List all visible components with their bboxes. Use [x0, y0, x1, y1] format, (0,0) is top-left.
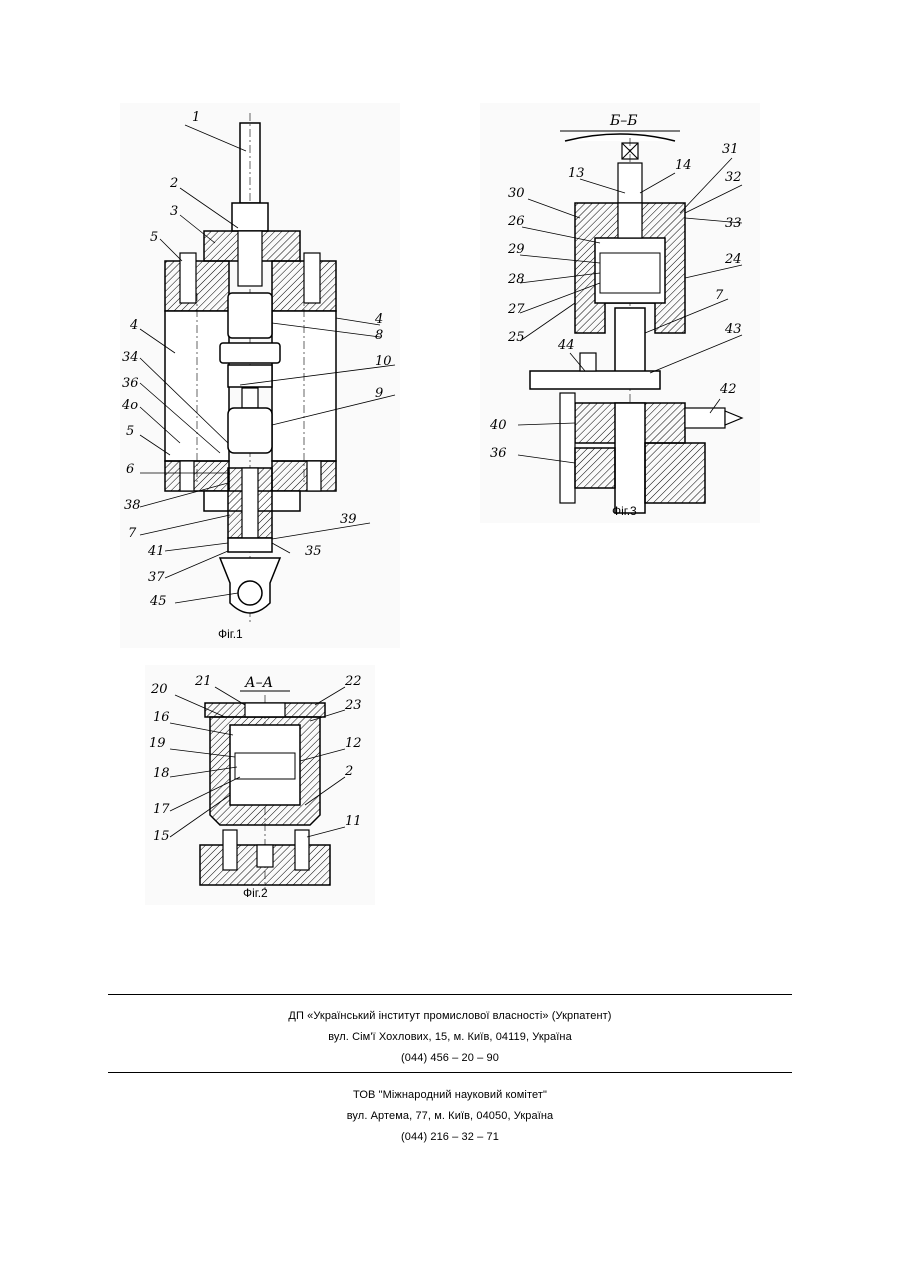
figure-1-svg: 1 2 3 5 4 4 34 36 4о 5 6 38 7 8 10 9 39 … — [120, 103, 400, 648]
figure-1-drawing: 1 2 3 5 4 4 34 36 4о 5 6 38 7 8 10 9 39 … — [120, 103, 400, 648]
org1-address: вул. Сім'ї Хохлових, 15, м. Київ, 04119,… — [108, 1031, 792, 1043]
fig3-label: 44 — [557, 338, 575, 353]
fig2-label: 23 — [344, 698, 362, 713]
fig3-label: 30 — [508, 186, 525, 201]
fig1-label: 34 — [122, 350, 139, 365]
org1-name: ДП «Український інститут промислової вла… — [108, 1010, 792, 1022]
fig1-label: 4 — [129, 318, 138, 333]
fig3-label: 31 — [722, 142, 739, 157]
figure-3-caption: Фіг.3 — [612, 504, 637, 518]
fig3-label: 27 — [507, 302, 525, 317]
fig2-label: 21 — [194, 674, 212, 689]
fig3-label: 36 — [490, 446, 507, 461]
fig1-label: 38 — [124, 498, 141, 513]
fig2-label: 18 — [153, 766, 170, 781]
fig3-label: 28 — [507, 272, 525, 287]
fig1-label: 5 — [126, 424, 134, 439]
footer-rule-middle — [108, 1072, 792, 1073]
figure-2-drawing: А–А 20 21 22 23 16 19 18 17 15 12 2 11 — [145, 665, 375, 905]
fig1-label: 36 — [122, 376, 139, 391]
figure-2-section-title: А–А — [244, 675, 273, 691]
fig1-label: 35 — [305, 544, 322, 559]
fig1-label: 4о — [121, 398, 138, 413]
fig3-label: 33 — [725, 216, 742, 231]
fig3-label: 13 — [568, 166, 585, 181]
fig2-label: 20 — [150, 682, 168, 697]
footer-rule-top — [108, 994, 792, 995]
fig1-label: 10 — [375, 354, 392, 369]
fig3-label: 43 — [724, 322, 742, 337]
fig3-label: 29 — [507, 242, 525, 257]
fig3-label: 14 — [675, 158, 692, 173]
fig2-label: 15 — [153, 829, 170, 844]
fig1-label: 4 — [374, 312, 383, 327]
fig3-label: 25 — [507, 330, 525, 345]
figure-2-caption: Фіг.2 — [243, 886, 268, 900]
fig2-label: 12 — [345, 736, 362, 751]
fig2-label: 19 — [149, 736, 166, 751]
fig2-label: 11 — [345, 814, 362, 829]
fig1-label: 3 — [170, 204, 178, 219]
fig1-label: 9 — [375, 386, 383, 401]
org1-phone: (044) 456 – 20 – 90 — [108, 1052, 792, 1064]
fig3-label: 26 — [507, 214, 525, 229]
org2-name: ТОВ "Міжнародний науковий комітет" — [108, 1089, 792, 1101]
org2-address: вул. Артема, 77, м. Київ, 04050, Україна — [108, 1110, 792, 1122]
fig2-label: 17 — [153, 802, 170, 817]
fig1-label: 8 — [375, 328, 383, 343]
fig2-label: 16 — [153, 710, 170, 725]
figure-2-svg: А–А 20 21 22 23 16 19 18 17 15 12 2 11 — [145, 665, 375, 905]
figure-3-section-title: Б–Б — [609, 113, 638, 129]
fig3-label: 24 — [724, 252, 742, 267]
fig1-label: 45 — [149, 594, 167, 609]
fig2-label: 2 — [344, 764, 353, 779]
fig1-label: 1 — [192, 110, 200, 125]
fig3-label: 7 — [715, 288, 724, 303]
fig1-label: 6 — [126, 462, 134, 477]
fig3-label: 32 — [725, 170, 742, 185]
fig2-label: 22 — [344, 674, 362, 689]
fig3-label: 42 — [719, 382, 737, 397]
fig3-label: 40 — [489, 418, 507, 433]
org2-phone: (044) 216 – 32 – 71 — [108, 1131, 792, 1143]
fig1-label: 37 — [148, 570, 165, 585]
fig1-label: 2 — [169, 176, 178, 191]
figure-3-drawing: Б–Б 13 14 31 — [480, 103, 760, 523]
figure-1-caption: Фіг.1 — [218, 627, 243, 641]
fig1-label: 7 — [128, 526, 137, 541]
fig1-label: 41 — [147, 544, 165, 559]
fig1-label: 39 — [340, 512, 357, 527]
fig1-label: 5 — [150, 230, 158, 245]
figure-3-svg: Б–Б 13 14 31 — [480, 103, 760, 523]
